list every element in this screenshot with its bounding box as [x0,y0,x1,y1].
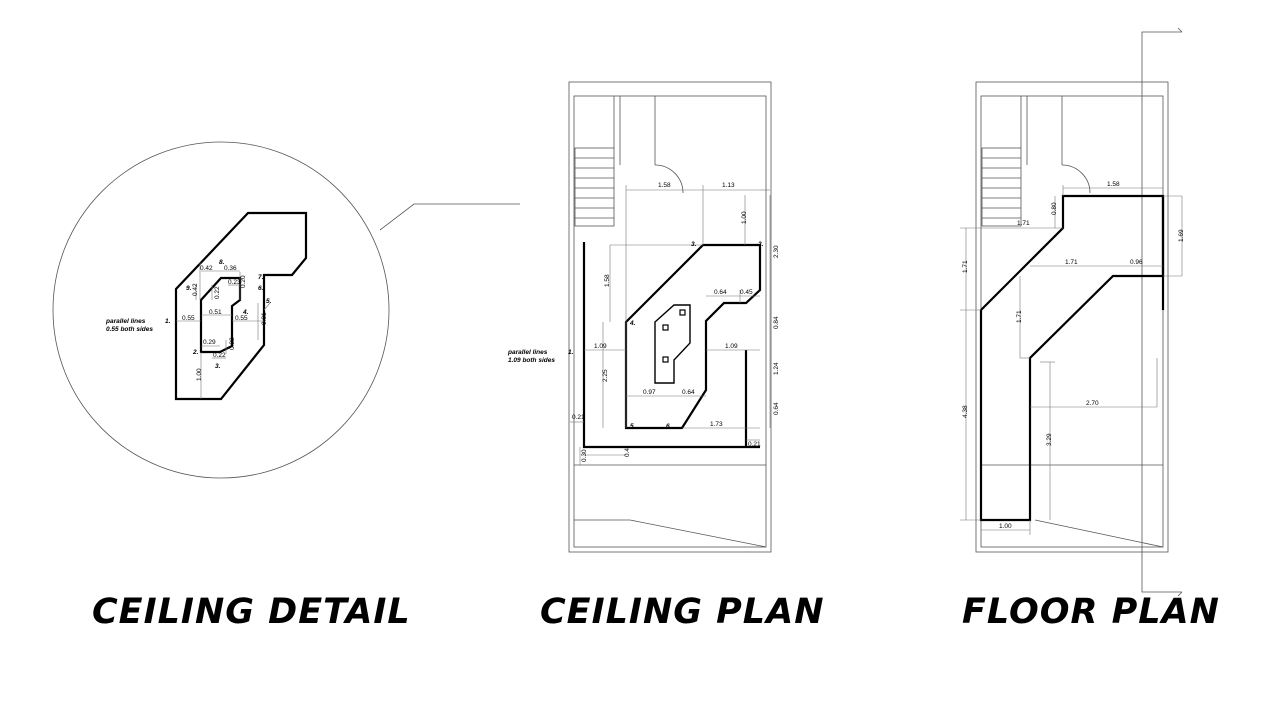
plan-dim-label: 2.30 [773,245,780,258]
section-cut-line [1141,31,1182,593]
floor-dim-label: 1.71 [1065,259,1078,266]
plan-dim-label: 1.58 [604,274,611,287]
plan-outer-wall [568,81,772,553]
floor-dimension-lines [960,185,1183,535]
detail-leader-line [379,203,520,231]
plan-dim-label: 1.00 [741,211,748,224]
plan-dim-label: 1.09 [594,343,607,350]
plan-note-line2: 1.09 both sides [508,357,555,364]
plan-point-number: 5. [630,423,636,430]
floor-dim-label: 0.96 [1130,259,1143,266]
detail-dim-label: 0.22 [214,286,221,299]
detail-dimension-lines [176,262,271,399]
plan-dim-label: 1.09 [725,343,738,350]
plan-point-number: 6. [666,423,672,430]
plan-dim-label: 1.73 [710,421,723,428]
detail-dim-label: 0.81 [261,312,268,325]
plan-light-fixture [679,309,686,316]
plan-dim-label: 0.30 [581,449,588,462]
floor-dim-label: 1.71 [1016,310,1023,323]
plan-dim-label: 0.64 [714,289,727,296]
plan-ceiling-shape [624,243,762,430]
floor-staircase [981,96,1164,548]
plan-dim-label: 0.21 [572,414,585,421]
plan-dim-label: 0.97 [643,389,656,396]
floor-dim-label: 1.58 [1107,181,1120,188]
detail-dim-label: 0.51 [209,309,222,316]
plan-point-number: 2. [757,241,764,248]
detail-dim-label: 0.29 [203,339,216,346]
detail-ceiling-opening [199,276,242,354]
detail-dim-label: 0.42 [192,283,199,296]
plan-inner-wall [573,95,767,548]
plan-dim-label: 0.64 [682,389,695,396]
detail-ceiling-outline [174,211,308,401]
detail-dim-label: 0.22 [213,352,226,359]
floor-dim-label: 2.70 [1086,400,1099,407]
floor-inner-wall [980,95,1164,548]
plan-note-line1: parallel lines [507,349,548,356]
detail-dim-label: 0.55 [235,315,248,322]
ceiling-plan-caption: CEILING PLAN [540,592,825,632]
ceiling-plan-panel: 1.58 1.13 1.00 2.30 1.58 0.64 0.45 0.84 … [507,81,780,553]
floor-plan-panel: 1.58 0.80 1.71 1.69 1.71 1.71 0.96 1.71 … [960,27,1185,597]
plan-dim-label: 1.13 [722,182,735,189]
floor-partition-shape [979,194,1165,522]
floor-dim-label: 1.69 [1178,229,1185,242]
detail-dim-label: 0.55 [182,315,195,322]
detail-point-number: 1. [165,318,171,325]
floor-dim-label: 1.00 [999,523,1012,530]
plan-dim-label: 0.84 [773,316,780,329]
plan-dim-label: 0.64 [773,402,780,415]
section-arrow [1177,591,1183,597]
ceiling-detail-caption: CEILING DETAIL [92,592,411,632]
ceiling-detail-panel: 0.42 0.36 0.23 0.20 0.22 0.51 0.55 0.55 … [52,141,520,479]
detail-dim-label: 1.00 [196,368,203,381]
section-arrow [1177,27,1183,33]
plan-point-number: 1. [568,349,574,356]
detail-dim-label: 0.23 [228,279,241,286]
plan-dim-label: 0.4 [624,448,631,457]
plan-light-fixture [662,324,669,331]
plan-ceiling-opening [654,304,691,384]
floor-plan-caption: FLOOR PLAN [962,592,1220,632]
detail-dim-label: 0.42 [200,265,213,272]
detail-point-number: 3. [215,363,221,370]
floor-dim-label: 3.29 [1046,433,1053,446]
plan-dim-label: 0.45 [740,289,753,296]
detail-point-number: 5. [266,298,272,305]
floor-dim-label: 4.38 [962,405,969,418]
plan-ceiling-edge [582,242,760,449]
detail-point-number: 7. [258,274,264,281]
detail-note-line2: 0.55 both sides [106,326,153,333]
detail-point-number: 6. [258,285,264,292]
detail-point-number: 4. [242,309,249,316]
floor-dim-label: 1.71 [1017,220,1030,227]
detail-note-line1: parallel lines [105,318,146,325]
plan-dim-label: 1.24 [773,362,780,375]
detail-dim-label: 0.36 [224,265,237,272]
floor-dim-label: 0.80 [1051,202,1058,215]
plan-staircase [574,96,767,548]
detail-dim-label: 0.20 [240,275,247,288]
plan-point-number: 3. [691,241,697,248]
plan-dim-label: 0.21 [748,441,761,448]
floor-outer-wall [975,81,1169,553]
detail-circle [52,141,390,479]
detail-point-number: 2. [192,349,199,356]
plan-light-fixture [662,356,669,363]
detail-dim-label: 0.22 [229,337,236,350]
plan-point-number: 4. [629,320,636,327]
plan-dim-label: 1.58 [658,182,671,189]
plan-dim-label: 2.25 [602,369,609,382]
plan-dimension-lines [570,185,771,465]
detail-point-number: 9. [186,285,192,292]
floor-dim-label: 1.71 [962,260,969,273]
detail-point-number: 8. [219,259,225,266]
